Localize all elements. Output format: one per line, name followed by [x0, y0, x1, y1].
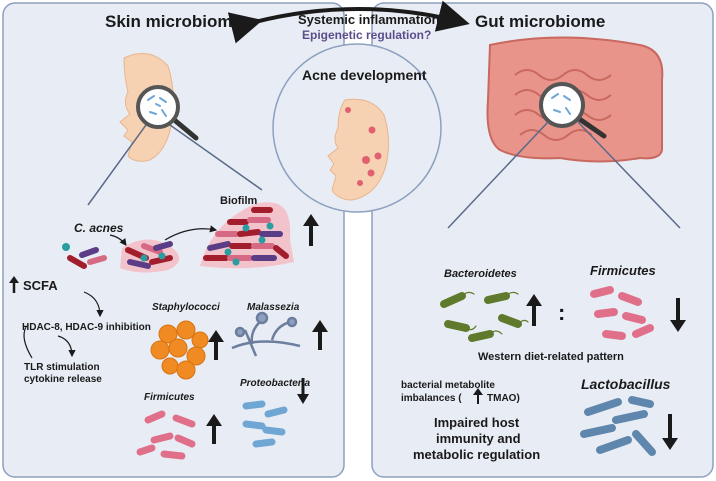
gut-title: Gut microbiome — [475, 12, 606, 31]
firmicutes-gut-bacteria — [590, 286, 654, 340]
tlr-label-2: cytokine release — [24, 374, 102, 385]
down-arrow-icon — [297, 378, 309, 404]
down-arrow-icon — [662, 414, 678, 450]
acne-development-label: Acne development — [302, 67, 427, 83]
impaired-label-1: Impaired host — [434, 415, 520, 430]
firmicutes-skin-bacteria — [136, 410, 196, 460]
metabolite-label-2b: TMAO) — [487, 393, 520, 404]
c-acnes-bacteria — [62, 243, 107, 269]
up-arrow-icon — [206, 414, 222, 444]
acne-face-icon — [327, 98, 390, 201]
impaired-label-2: immunity and — [436, 431, 521, 446]
lactobacillus-label: Lactobacillus — [581, 376, 671, 392]
c-acnes-label: C. acnes — [74, 221, 124, 235]
malassezia-label: Malassezia — [247, 302, 300, 313]
ratio-separator: : — [558, 300, 566, 325]
metabolite-label-2a: imbalances ( — [401, 393, 462, 404]
magnifier-icon — [539, 82, 607, 139]
scfa-label: SCFA — [23, 278, 58, 293]
up-arrow-icon — [208, 330, 224, 360]
biofilm-bacteria — [200, 202, 294, 269]
firmicutes-gut-label: Firmicutes — [590, 263, 656, 278]
metabolite-label-1: bacterial metabolite — [401, 380, 495, 391]
up-arrow-icon — [526, 294, 542, 326]
biofilm-label: Biofilm — [220, 195, 258, 207]
down-arrow-icon — [670, 298, 686, 332]
proteobacteria-label: Proteobacteria — [240, 378, 311, 389]
tlr-label-1: TLR stimulation — [24, 362, 100, 373]
impaired-label-3: metabolic regulation — [413, 447, 541, 462]
bacteria-cluster — [120, 239, 180, 273]
staphylococci-label: Staphylococci — [152, 302, 220, 313]
up-arrow-icon — [9, 276, 19, 293]
hdac-label: HDAC-8, HDAC-9 inhibition — [22, 322, 151, 333]
firmicutes-skin-label: Firmicutes — [144, 392, 195, 403]
bacteroidetes-bacteria — [440, 291, 529, 342]
up-arrow-icon — [312, 320, 328, 350]
bacteroidetes-label: Bacteroidetes — [444, 268, 517, 280]
systemic-inflammation-label: Systemic inflammation? — [298, 12, 448, 27]
up-arrow-icon — [473, 388, 483, 404]
western-diet-label: Western diet-related pattern — [478, 351, 624, 363]
up-arrow-icon — [303, 214, 319, 246]
staphylococci-cluster — [150, 320, 209, 380]
malassezia-hyphae — [231, 311, 301, 357]
skin-panel — [2, 2, 345, 478]
skin-title: Skin microbiome — [105, 12, 242, 31]
epigenetic-label: Epigenetic regulation? — [302, 28, 432, 42]
proteobacteria-bacteria — [242, 400, 288, 448]
magnifier-icon — [136, 85, 199, 141]
lactobacillus-bacteria — [580, 396, 656, 456]
bidirectional-arrow-icon — [227, 0, 470, 44]
